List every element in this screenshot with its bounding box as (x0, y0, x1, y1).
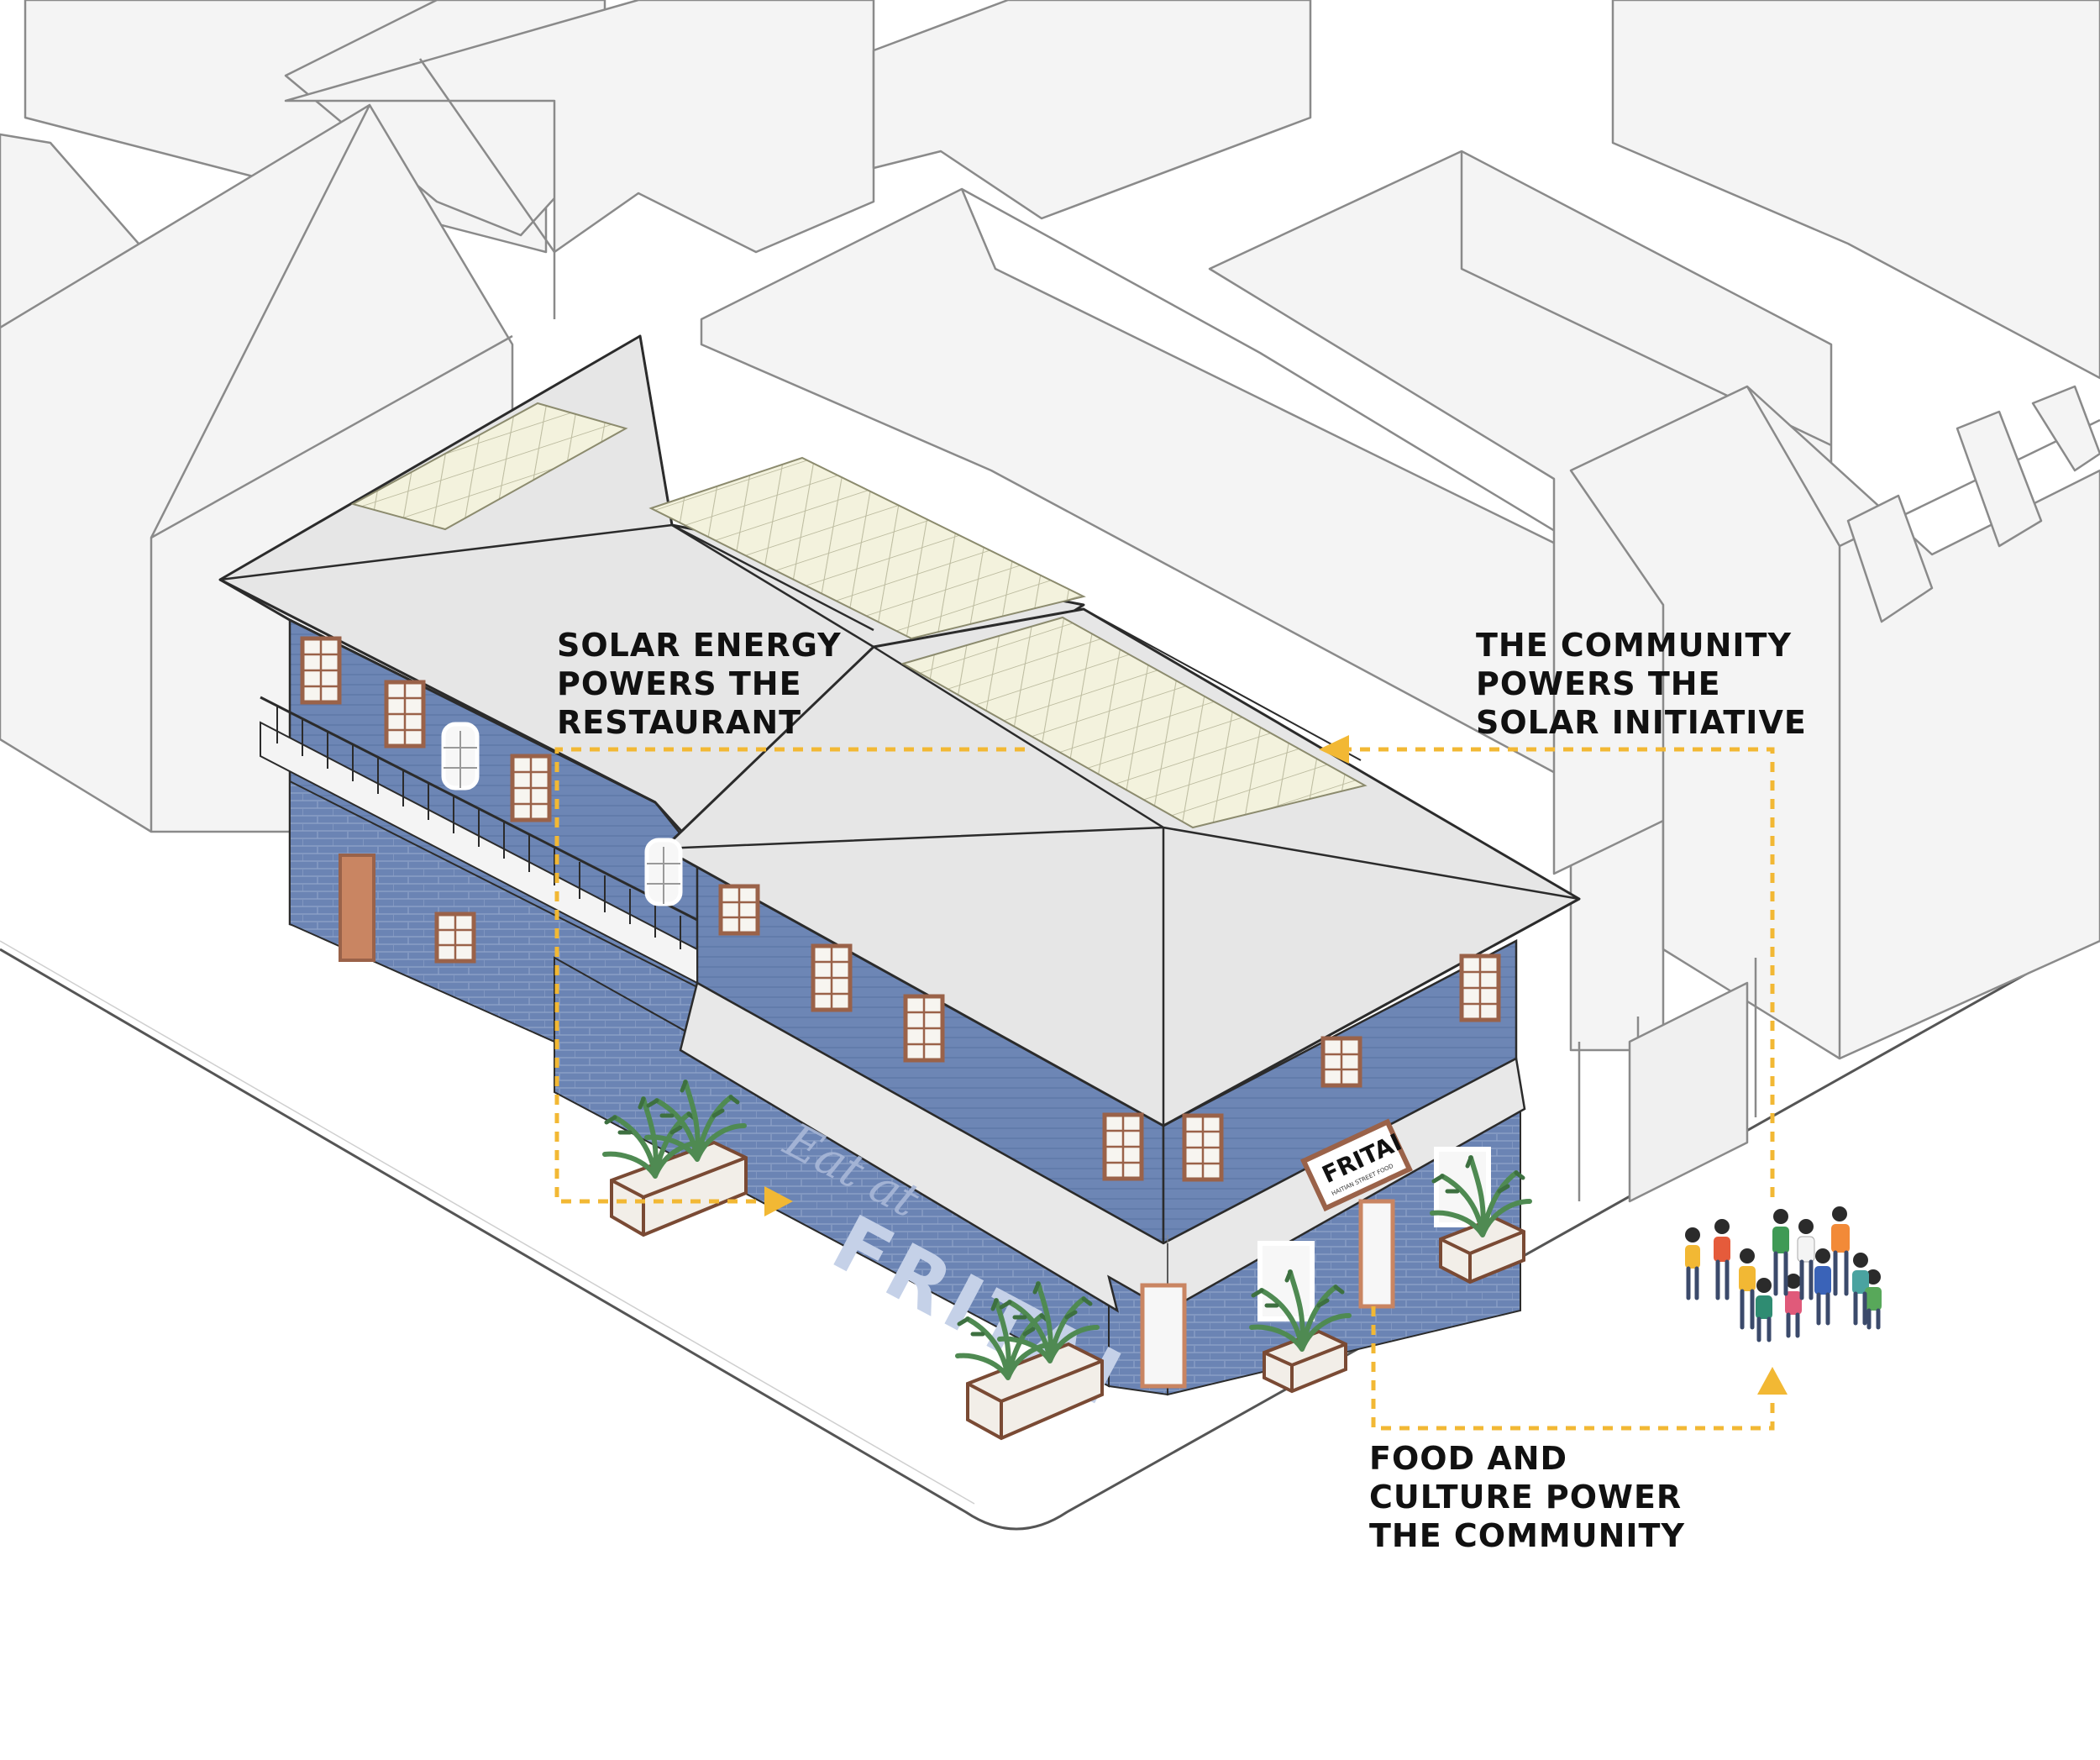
callout-line: FOOD AND (1369, 1440, 1568, 1477)
callout-line: THE COMMUNITY (1369, 1517, 1685, 1554)
window (813, 946, 850, 1010)
callout-solar-energy: SOLAR ENERGY POWERS THE RESTAURANT (557, 626, 842, 742)
door (339, 854, 375, 962)
balcony-door (444, 724, 477, 788)
callout-line: SOLAR ENERGY (557, 627, 842, 664)
solar-panel-icon (648, 456, 1086, 640)
window (1462, 956, 1499, 1020)
window (512, 756, 549, 820)
corner-door (1140, 1283, 1187, 1389)
solar-panel-icon (350, 402, 628, 531)
window (721, 886, 758, 933)
window (437, 914, 474, 961)
entrance-door (1358, 1199, 1395, 1309)
callout-line: SOLAR INITIATIVE (1476, 704, 1807, 741)
flow-arrows (554, 747, 1775, 1431)
callout-line: RESTAURANT (557, 704, 802, 741)
restaurant-building: Eat at FRITAI FRITAI HAITIAN STREET FOOD (218, 334, 1581, 1426)
callout-line: CULTURE POWER (1369, 1479, 1683, 1516)
planter-box-icon (1432, 1158, 1530, 1285)
window (1105, 1115, 1142, 1179)
context-buildings (0, 0, 2100, 1203)
callout-community-powers: THE COMMUNITY POWERS THE SOLAR INITIATIV… (1476, 626, 1807, 742)
window (906, 996, 942, 1060)
callout-line: POWERS THE (1476, 665, 1721, 702)
street-corner (0, 931, 2100, 1531)
callout-food-culture: FOOD AND CULTURE POWER THE COMMUNITY (1369, 1439, 1685, 1555)
callout-line: THE COMMUNITY (1476, 627, 1792, 664)
solar-panel-icon (900, 616, 1368, 829)
arrow-head-icon (764, 735, 1788, 1395)
window (386, 682, 423, 746)
callout-line: POWERS THE (557, 665, 802, 702)
balcony-railing (260, 696, 698, 985)
balcony-door (647, 840, 680, 904)
planter-box-icon (1252, 1272, 1349, 1394)
people-group-icon (1685, 1206, 1882, 1342)
planter-box-icon (958, 1284, 1104, 1441)
window (302, 638, 339, 702)
window (1323, 1038, 1360, 1085)
window (1184, 1116, 1221, 1179)
